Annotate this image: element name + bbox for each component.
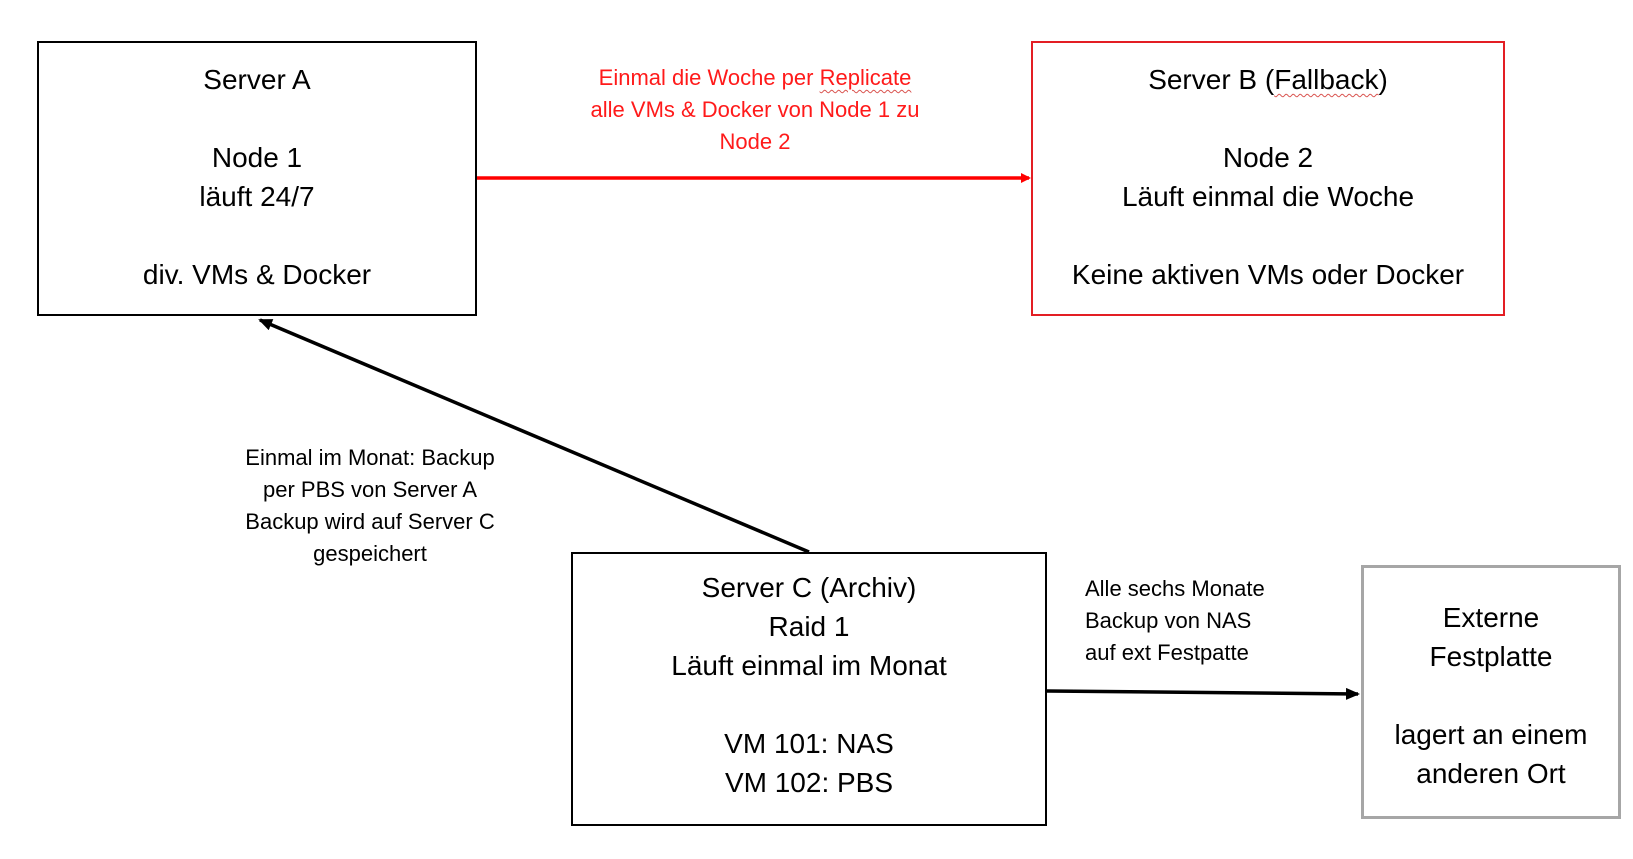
replicate-word: Replicate: [819, 65, 912, 90]
server-c-raid: Raid 1: [768, 611, 850, 642]
server-b-workload: Keine aktiven VMs oder Docker: [1071, 259, 1465, 290]
external-disk-line-4: anderen Ort: [1416, 758, 1566, 789]
external-disk-line-1: Externe: [1442, 602, 1540, 633]
six-month-backup-edge-label: Alle sechs Monate Backup von NAS auf ext…: [1085, 576, 1265, 665]
server-b-title: Server B (Fallback): [1148, 64, 1388, 95]
server-b-box: Server B (Fallback) Node 2 Läuft einmal …: [1031, 41, 1505, 316]
server-b-node: Node 2: [1222, 142, 1314, 173]
server-c-box: Server C (Archiv) Raid 1 Läuft einmal im…: [571, 552, 1047, 826]
arrow-backup-c-to-a: [258, 318, 810, 554]
server-b-status: Läuft einmal die Woche: [1121, 181, 1415, 212]
external-disk-line-2: Festplatte: [1429, 641, 1553, 672]
replicate-edge-label: Einmal die Woche per Replicate alle VMs …: [590, 65, 920, 154]
server-b-title-fallback: Fallback: [1274, 64, 1379, 95]
arrow-backup-c-to-external: [1046, 687, 1360, 700]
server-a-box: Server A Node 1 läuft 24/7 div. VMs & Do…: [37, 41, 477, 316]
server-a-title: Server A: [203, 64, 311, 95]
server-a-status: läuft 24/7: [199, 181, 315, 212]
monthly-backup-edge-label: Einmal im Monat: Backup per PBS von Serv…: [245, 445, 495, 566]
server-c-vm-102: VM 102: PBS: [724, 767, 894, 798]
server-c-status: Läuft einmal im Monat: [671, 650, 947, 681]
server-c-title: Server C (Archiv): [701, 572, 917, 603]
server-a-node: Node 1: [211, 142, 303, 173]
server-a-workload: div. VMs & Docker: [142, 259, 372, 290]
server-c-vm-101: VM 101: NAS: [724, 728, 894, 759]
external-disk-box: Externe Festplatte lagert an einem ander…: [1361, 565, 1621, 819]
external-disk-line-3: lagert an einem: [1394, 719, 1588, 750]
